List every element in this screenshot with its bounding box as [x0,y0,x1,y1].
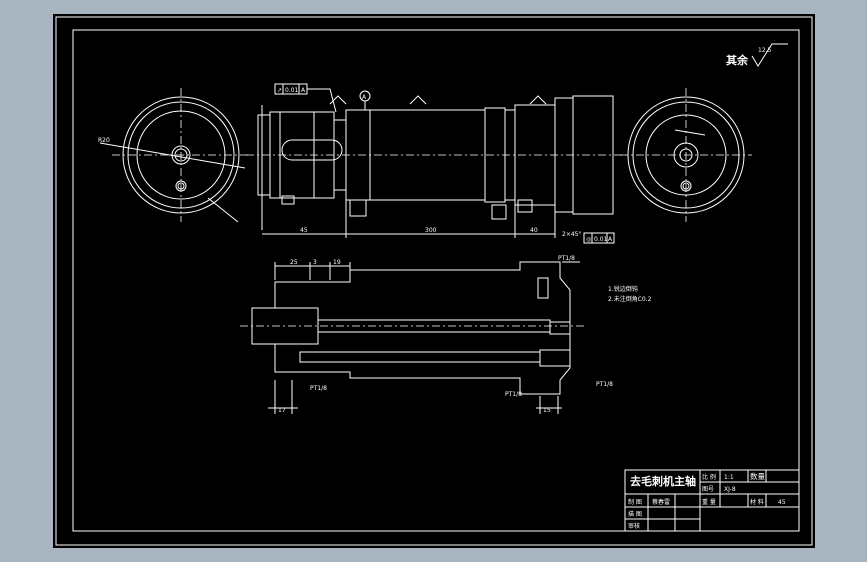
keyway [281,139,343,161]
tol1-datum: A [301,87,306,94]
sheet-background [53,14,815,548]
datum-label: A [362,94,367,101]
drawn-value: 蔡春雷 [652,498,670,506]
sec-dim-b: 3 [313,259,317,266]
pipe-thread-3: PT1/8 [505,391,522,398]
dim-mid-len: 300 [425,227,437,234]
note-1: 1.锐边倒钝 [608,285,638,293]
material-label: 材 料 [750,498,764,506]
tolerance-frame-1: ↗ 0.01 A [274,83,337,113]
sec-dim-a: 25 [290,259,298,266]
tol1-symbol: ↗ [277,87,282,94]
roughness-label: 其余 [726,53,749,67]
drawing-no-label: 图号 [702,486,714,493]
pipe-thread-1: PT1/8 [558,255,575,262]
pipe-thread-4: PT1/8 [596,381,613,388]
outer-border [55,16,813,546]
roughness-symbol: 其余 12.5 [726,43,788,67]
dim-15: 15 [543,407,551,414]
left-view-dim: R20 [98,137,110,144]
roughness-value: 12.5 [758,47,772,54]
scale-label: 比 例 [702,473,716,481]
right-end-view [620,88,752,222]
weight-label: 重 量 [702,498,716,506]
qty-label: 数量 [750,471,765,481]
left-end-view: R20 [98,88,250,223]
scale-value: 1:1 [724,474,734,481]
drawing-no-value: XJ-8 [724,486,736,493]
tolerance-frame-2: ◎ 0.01 A [583,232,615,244]
shaft-section-view: 25 3 19 PT1/8 PT1/8 PT1/8 PT1/8 17 15 [240,255,613,414]
dim-right-len: 40 [530,227,538,234]
part-name: 去毛刺机主轴 [630,474,696,488]
tol2-value: 0.01 [594,236,608,243]
material-value: 45 [778,499,786,506]
tol1-value: 0.01 [285,87,299,94]
pipe-thread-2: PT1/8 [310,385,327,392]
shaft-elevation-view: 45 300 40 2×45° A [246,90,622,238]
tol2-datum: A [608,236,613,243]
dim-left-len: 45 [300,227,308,234]
technical-notes: 1.锐边倒钝 2.未注倒角C0.2 [608,285,652,303]
sec-dim-c: 19 [333,259,341,266]
note-2: 2.未注倒角C0.2 [608,295,652,303]
title-block: 去毛刺机主轴 比 例 1:1 数量 图号 XJ-8 制 图 蔡春雷 重 量 材 … [624,469,800,532]
tol2-symbol: ◎ [586,236,591,243]
check-label: 审核 [628,522,640,530]
inner-border [72,29,800,532]
drawn-label: 制 图 [628,498,642,506]
design-label: 描 图 [628,510,642,518]
dim-chamfer: 2×45° [562,231,581,238]
dim-17: 17 [278,407,286,414]
